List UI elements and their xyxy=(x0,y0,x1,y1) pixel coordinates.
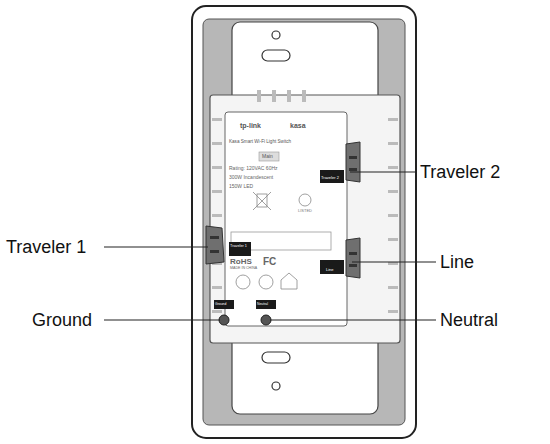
terminal-tag: Line xyxy=(326,268,334,272)
callout-label: Line xyxy=(440,253,474,271)
brand-text: tp-link xyxy=(240,122,261,129)
cert-text: RoHS xyxy=(230,258,252,266)
product-name: Kasa Smart Wi-Fi Light Switch xyxy=(229,140,291,145)
device-body xyxy=(210,95,400,343)
terminal-screws xyxy=(206,142,360,278)
mounting-holes xyxy=(262,31,290,390)
cert-symbols xyxy=(236,273,297,289)
rating-text: Rating: 120VAC 60Hz xyxy=(229,166,278,171)
weee-symbol xyxy=(253,192,271,210)
rating-text: 300W Incandescent xyxy=(229,175,273,180)
terminal-tags xyxy=(214,170,344,309)
terminal-tag: Traveler 2 xyxy=(321,176,339,180)
main-badge xyxy=(259,152,279,161)
rating-label xyxy=(225,112,347,326)
terminal-tag: Ground xyxy=(215,303,226,306)
model-badge: Main xyxy=(262,154,273,159)
terminal-tag: Neutral xyxy=(257,303,268,306)
callout-label: Traveler 1 xyxy=(6,238,86,256)
plate-opening xyxy=(203,19,405,425)
wall-plate xyxy=(192,6,416,438)
callout-label: Neutral xyxy=(440,311,498,329)
cert-text: FC xyxy=(263,257,276,267)
terminal-slots xyxy=(210,156,357,267)
callout-label: Traveler 2 xyxy=(420,163,500,181)
neutral-terminal xyxy=(261,315,271,325)
terminal-tag: Traveler 1 xyxy=(230,245,247,249)
cert-text: LISTED xyxy=(298,209,312,213)
brand-text: kasa xyxy=(290,122,306,129)
cert-text: MADE IN CHINA xyxy=(230,267,257,271)
ul-mark xyxy=(299,194,311,206)
label-blank xyxy=(231,232,331,250)
ground-terminal xyxy=(219,315,229,325)
top-vents xyxy=(257,90,306,102)
leader-lines xyxy=(104,172,436,320)
callout-label: Ground xyxy=(32,311,92,329)
rating-text: 150W LED xyxy=(229,184,253,189)
